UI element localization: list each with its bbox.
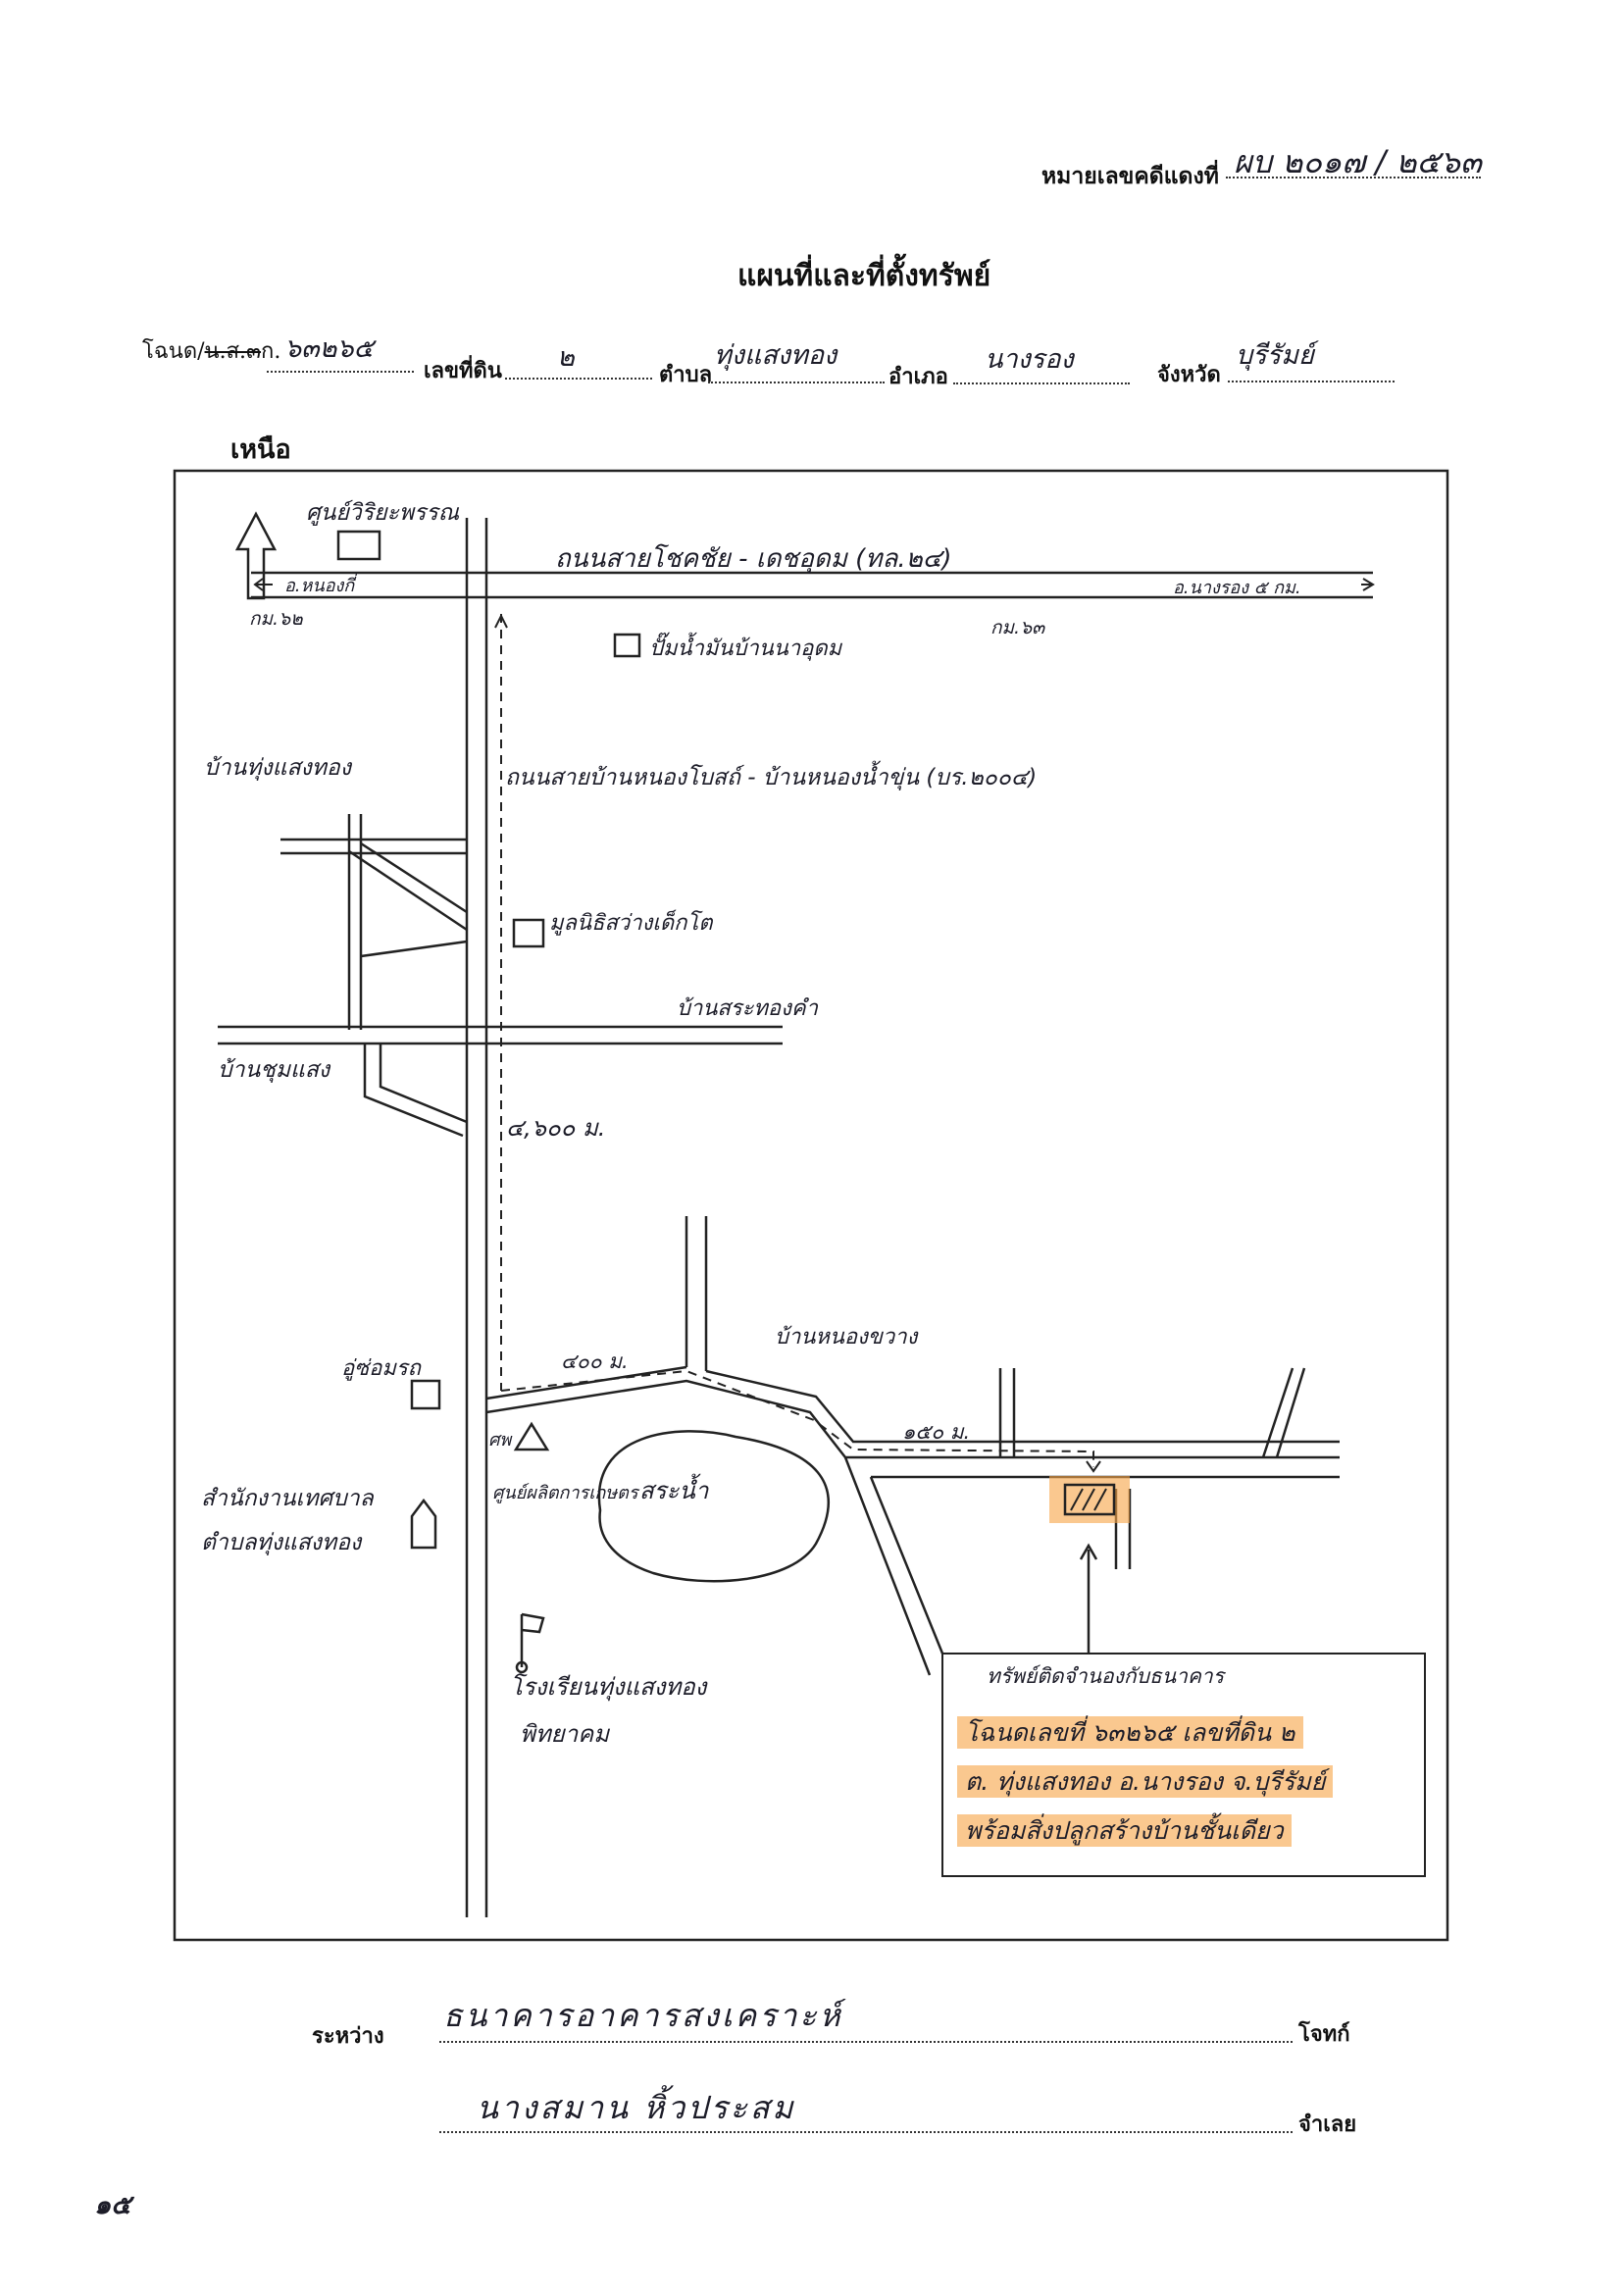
- province-value: บุรีรัมย์: [1236, 340, 1314, 371]
- label-market-center: ศูนย์ผลิตการเกษตร: [492, 1483, 640, 1503]
- province-label: จังหวัด: [1157, 362, 1221, 387]
- province-dotline: [1228, 381, 1395, 382]
- parcel-label: เลขที่ดิน: [424, 358, 502, 383]
- label-center-building: ศูนย์วิริยะพรรณ: [306, 499, 460, 526]
- property-line-1: โฉนดเลขที่ ๖๓๒๖๕ เลขที่ดิน ๒: [957, 1713, 1303, 1753]
- plaintiff-label: โจทก์: [1298, 2021, 1350, 2047]
- tambon-value: ทุ่งแสงทอง: [714, 340, 837, 371]
- label-distance-150: ๑๕๐ ม.: [902, 1420, 970, 1444]
- school-flag-icon: [515, 1612, 545, 1674]
- case-number-dotline: [1226, 177, 1481, 178]
- center-building-icon: [336, 530, 381, 561]
- label-left-road: อ.หนองกี่: [284, 573, 357, 596]
- between-label: ระหว่าง: [312, 2023, 384, 2049]
- north-label: เหนือ: [230, 434, 291, 465]
- case-number-value: ผบ ๒๐๑๗ / ๒๕๖๓: [1234, 143, 1482, 180]
- property-heading: ทรัพย์ติดจำนองกับธนาคาร: [987, 1664, 1224, 1688]
- parcel-dotline: [505, 378, 652, 380]
- label-municipal-1: สำนักงานเทศบาล: [201, 1486, 375, 1511]
- label-village-kwang: บ้านหนองขวาง: [775, 1325, 920, 1349]
- label-pond: สระน้ำ: [639, 1473, 710, 1504]
- label-school-1: โรงเรียนทุ่งแสงทอง: [510, 1673, 709, 1702]
- map-frame: [173, 469, 1449, 1942]
- label-distance-400: ๔๐๐ ม.: [561, 1349, 629, 1373]
- route-dashed-lane: [500, 1369, 1094, 1467]
- label-village-tsl: บ้านทุ่งแสงทอง: [204, 755, 353, 781]
- property-line-2: ต. ทุ่งแสงทอง อ.นางรอง จ.บุรีรัมย์: [957, 1762, 1334, 1802]
- property-line-3: พร้อมสิ่งปลูกสร้างบ้านชั้นเดียว: [957, 1811, 1292, 1851]
- amphoe-value: นางรอง: [985, 344, 1074, 375]
- plaintiff-value: ธนาคารอาคารสงเคราะห์: [443, 1997, 843, 2034]
- pond-shape: [597, 1430, 831, 1583]
- north-arrow-icon: [234, 511, 278, 600]
- amphoe-dotline: [953, 382, 1130, 384]
- label-gas-station: ปั๊มน้ำมันบ้านนาอุดม: [649, 632, 843, 661]
- plaintiff-dotline: [439, 2041, 1293, 2043]
- label-shop: อู่ซ่อมรถ: [341, 1356, 423, 1381]
- deed-dotline: [267, 371, 414, 373]
- label-highway: ถนนสายโชคชัย - เดชอุดม (ทล.๒๔): [555, 543, 952, 574]
- label-km-right: กม.๖๓: [990, 617, 1045, 638]
- label-km-left: กม.๖๒: [249, 608, 303, 630]
- label-market-tag: ศพ: [488, 1430, 513, 1451]
- label-village-right: บ้านสระทองคำ: [677, 996, 819, 1021]
- shop-icon: [410, 1379, 441, 1410]
- market-center-icon: [513, 1421, 550, 1451]
- case-number-label: หมายเลขคดีแดงที่: [1041, 163, 1219, 189]
- defendant-value: นางสมาน หิ้วประสม: [477, 2089, 796, 2126]
- property-details-box: ทรัพย์ติดจำนองกับธนาคาร โฉนดเลขที่ ๖๓๒๖๕…: [941, 1653, 1426, 1877]
- label-right-road: อ.นางรอง ๕ กม.: [1173, 578, 1301, 598]
- amphoe-label: อำเภอ: [888, 364, 948, 389]
- property-marker: [1063, 1483, 1116, 1516]
- foundation-icon: [512, 918, 545, 948]
- page-number: ๑๕: [94, 2190, 131, 2220]
- page-title: แผนที่และที่ตั้งทรัพย์: [737, 259, 991, 293]
- municipal-office-icon: [410, 1498, 437, 1550]
- label-school-2: พิทยาคม: [520, 1720, 610, 1748]
- defendant-label: จำเลย: [1298, 2112, 1357, 2137]
- deed-label: โฉนด/น.ส.๓ก.: [142, 339, 281, 364]
- label-local-road: ถนนสายบ้านหนองโบสถ์ - บ้านหนองน้ำขุ่น (บ…: [505, 760, 1037, 790]
- deed-value: ๖๓๒๖๕: [284, 333, 374, 364]
- tambon-label: ตำบล: [659, 362, 713, 387]
- label-distance-main: ๔,๖๐๐ ม.: [506, 1114, 605, 1142]
- label-foundation: มูลนิธิสว่างเด็กโต: [549, 909, 714, 936]
- defendant-dotline: [439, 2131, 1293, 2133]
- label-municipal-2: ตำบลทุ่งแสงทอง: [201, 1530, 363, 1555]
- left-direction-arrow: [253, 578, 273, 591]
- label-village-chum: บ้านชุมแสง: [218, 1057, 331, 1083]
- tambon-dotline: [708, 382, 885, 383]
- gas-station-icon: [613, 633, 641, 658]
- parcel-value: ๒: [557, 342, 575, 373]
- right-direction-arrow: [1361, 578, 1375, 591]
